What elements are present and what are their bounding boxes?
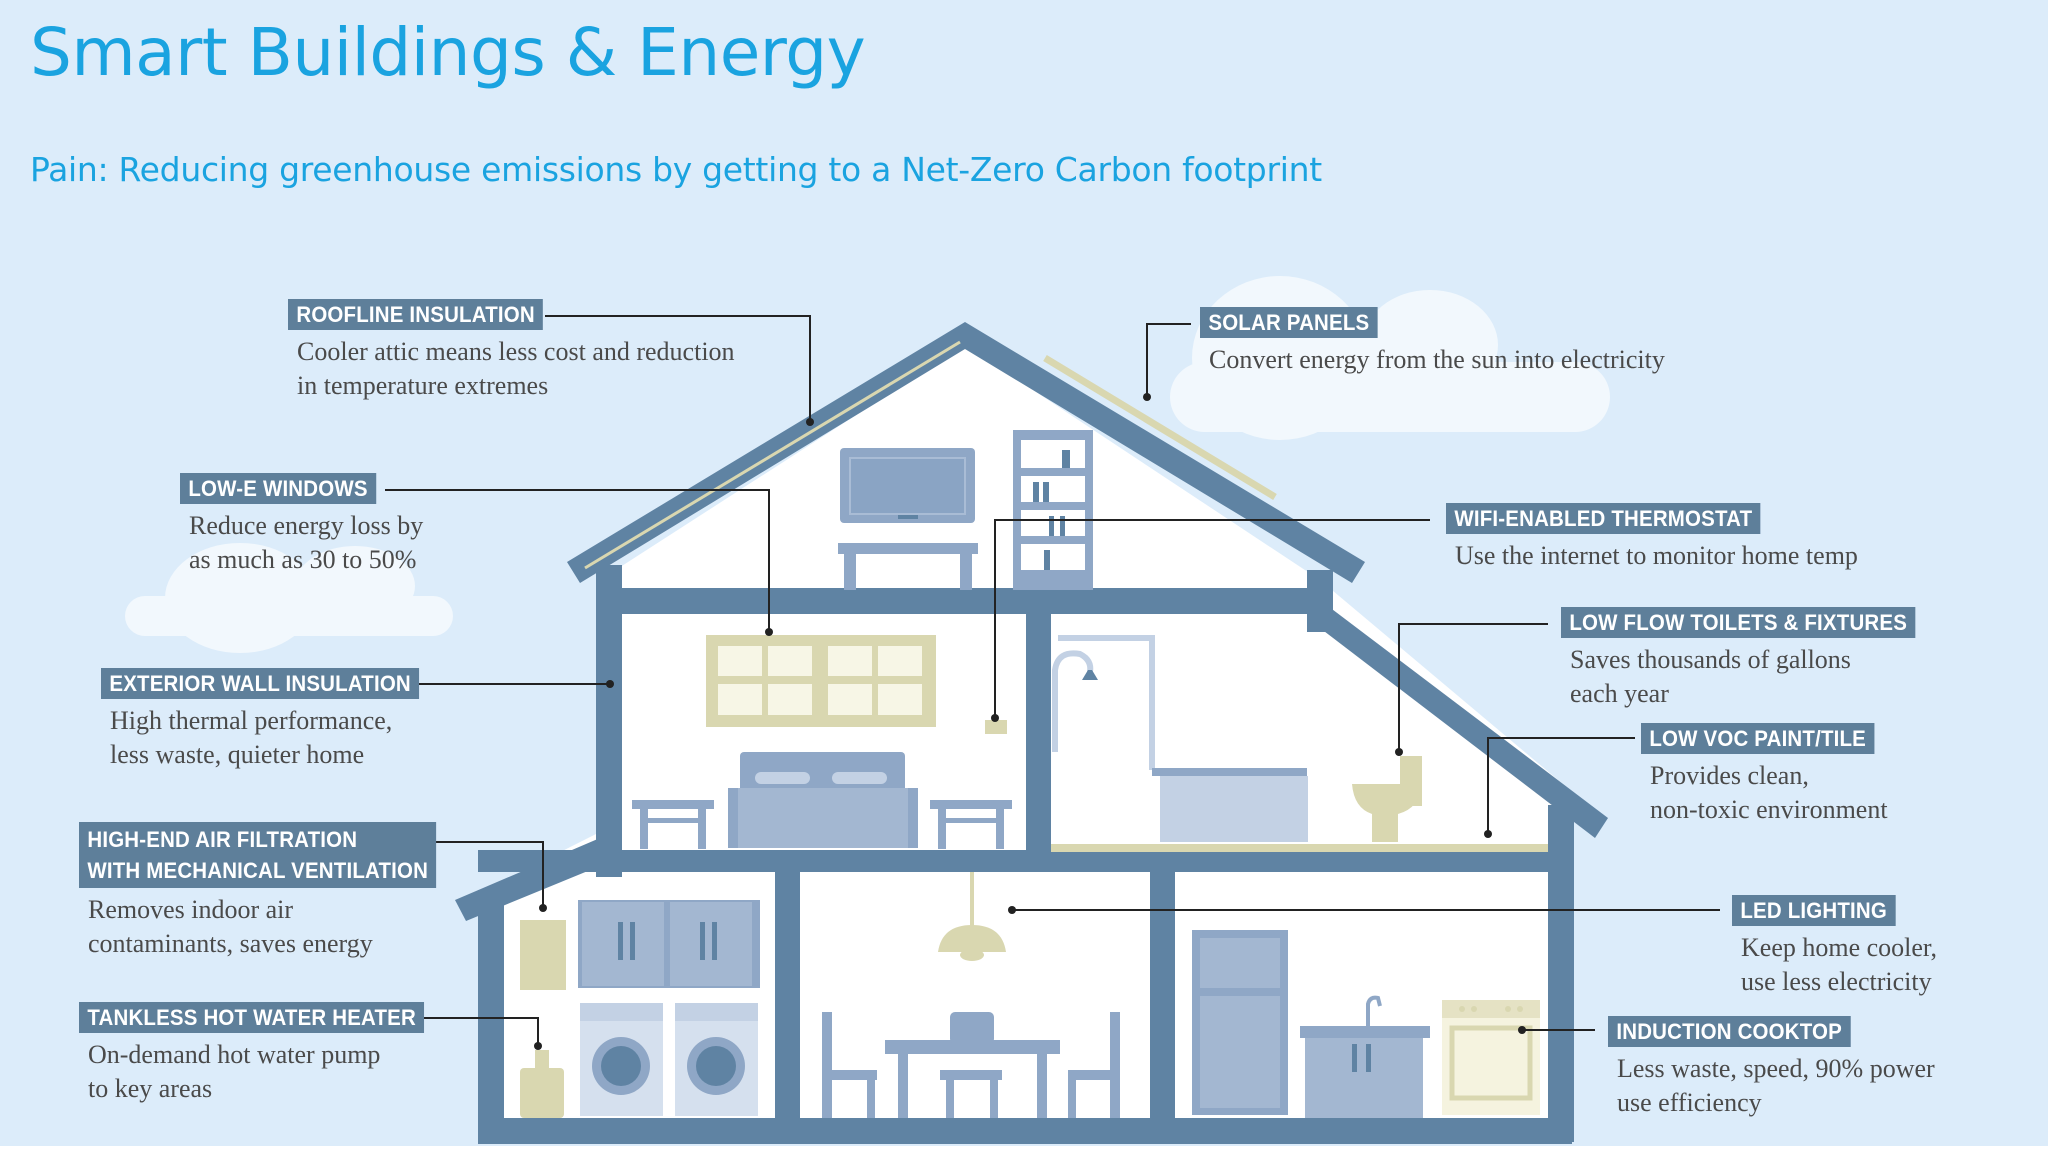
- callout-label: ROOFLINE INSULATION: [288, 299, 544, 330]
- callout-solar-panels: SOLAR PANELS Convert energy from the sun…: [1200, 307, 1665, 377]
- callout-low-e-windows: LOW-E WINDOWS Reduce energy loss by as m…: [180, 473, 423, 577]
- callout-desc: Keep home cooler, use less electricity: [1741, 933, 1938, 996]
- callout-exterior-wall-insulation: EXTERIOR WALL INSULATION High thermal pe…: [101, 668, 443, 772]
- callout-induction-cooktop: INDUCTION COOKTOP Less waste, speed, 90%…: [1608, 1016, 1935, 1120]
- callout-air-filtration: HIGH-END AIR FILTRATION WITH MECHANICAL …: [79, 822, 463, 961]
- callout-desc: Removes indoor air contaminants, saves e…: [88, 895, 373, 958]
- callout-label: HIGH-END AIR FILTRATION WITH MECHANICAL …: [79, 822, 437, 888]
- callout-desc: Saves thousands of gallons each year: [1570, 645, 1851, 708]
- induction-cooktop-stove: [1442, 1000, 1540, 1115]
- callout-low-flow-toilets: LOW FLOW TOILETS & FIXTURES Saves thousa…: [1561, 607, 1942, 711]
- kitchen-fridge: [1192, 930, 1288, 1115]
- washing-machines: [580, 1003, 758, 1116]
- bottom-bar: [0, 1146, 2048, 1152]
- thermostat-device: [985, 720, 1007, 734]
- callout-wifi-thermostat: WIFI-ENABLED THERMOSTAT Use the internet…: [1446, 503, 1858, 573]
- dining-table: [822, 1012, 1120, 1118]
- callout-desc: Less waste, speed, 90% power use efficie…: [1617, 1054, 1935, 1117]
- leader-dots: [534, 393, 1526, 1050]
- bathroom-shower: [1052, 635, 1155, 770]
- callout-desc: On-demand hot water pump to key areas: [88, 1040, 381, 1103]
- slide-subtitle: Pain: Reducing greenhouse emissions by g…: [30, 150, 1322, 189]
- callout-label: WIFI-ENABLED THERMOSTAT: [1446, 503, 1761, 534]
- callout-label: LOW VOC PAINT/TILE: [1641, 723, 1875, 754]
- callout-label: LOW-E WINDOWS: [180, 473, 377, 504]
- shower-head: [1082, 670, 1098, 680]
- callout-label: INDUCTION COOKTOP: [1608, 1016, 1851, 1047]
- callout-led-lighting: LED LIGHTING Keep home cooler, use less …: [1732, 895, 1937, 999]
- callout-roofline-insulation: ROOFLINE INSULATION Cooler attic means l…: [288, 299, 735, 403]
- bedroom-window: [706, 635, 936, 727]
- callout-label: LOW FLOW TOILETS & FIXTURES: [1561, 607, 1916, 638]
- callout-tankless-water-heater: TANKLESS HOT WATER HEATER On-demand hot …: [79, 1002, 450, 1106]
- bedroom-bed: [728, 752, 918, 848]
- callout-desc: Convert energy from the sun into electri…: [1209, 345, 1665, 374]
- laundry-cabinets: [578, 900, 760, 988]
- bathroom-floor-tile: [1051, 844, 1548, 852]
- callout-desc: Use the internet to monitor home temp: [1455, 541, 1858, 570]
- bedroom-nightstands: [632, 800, 1012, 849]
- tankless-water-heater: [520, 1050, 564, 1118]
- kitchen-counter: [1300, 995, 1430, 1118]
- air-filtration-unit: [520, 920, 566, 990]
- attic-tv: [838, 448, 978, 590]
- bathroom-tub: [1152, 768, 1308, 842]
- callout-desc: Cooler attic means less cost and reducti…: [297, 337, 735, 400]
- callout-desc: Provides clean, non-toxic environment: [1650, 761, 1888, 824]
- callout-low-voc-paint: LOW VOC PAINT/TILE Provides clean, non-t…: [1641, 723, 1892, 827]
- house-frame: [455, 322, 1608, 1144]
- attic-bookshelf: [1013, 430, 1093, 590]
- slide-title: Smart Buildings & Energy: [30, 14, 866, 91]
- callout-label: TANKLESS HOT WATER HEATER: [79, 1002, 425, 1033]
- pendant-light: [938, 872, 1006, 961]
- callout-label: LED LIGHTING: [1732, 895, 1896, 926]
- callout-label: EXTERIOR WALL INSULATION: [101, 668, 420, 699]
- bathroom-toilet: [1352, 756, 1422, 842]
- cloud-left: [125, 543, 453, 653]
- callout-desc: Reduce energy loss by as much as 30 to 5…: [189, 511, 424, 574]
- leader-lines: [385, 315, 1720, 1044]
- callout-desc: High thermal performance, less waste, qu…: [110, 706, 393, 769]
- callout-label: SOLAR PANELS: [1200, 307, 1378, 338]
- solar-panel-strip: [1043, 355, 1277, 500]
